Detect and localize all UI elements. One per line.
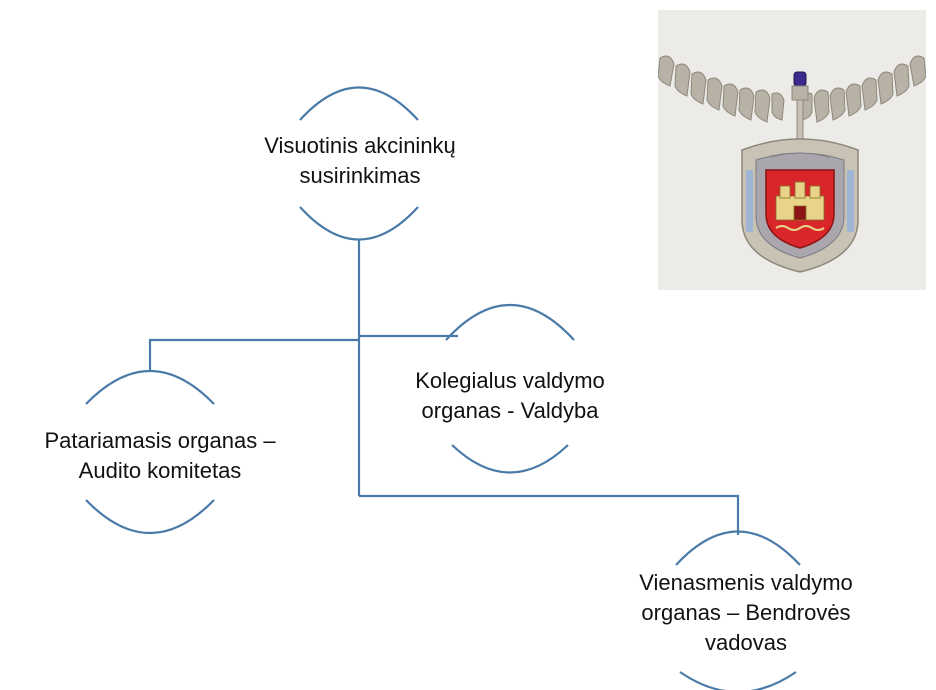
node-bottom-label: Vienasmenis valdymo organas – Bendrovės … — [586, 568, 906, 658]
node-bottom-line-3: vadovas — [705, 630, 787, 655]
clasp — [791, 85, 809, 101]
node-left-arc-lower — [85, 499, 215, 534]
node-bottom-line-2: organas – Bendrovės — [641, 600, 851, 625]
column-left — [746, 170, 753, 232]
connector-top-bottom — [359, 494, 740, 535]
node-mid-arc-lower — [451, 444, 569, 474]
chain-links-left — [657, 55, 785, 123]
node-left-label: Patariamasis organas – Audito komitetas — [0, 426, 320, 486]
inscription-arc — [769, 152, 831, 159]
node-top-line-2: susirinkimas — [299, 163, 421, 188]
node-mid-label: Kolegialus valdymo organas - Valdyba — [360, 366, 660, 426]
klaipeda-emblem-image — [657, 10, 927, 290]
node-left-line-2: Audito komitetas — [78, 458, 242, 483]
chain-links-right — [799, 55, 927, 123]
node-top-label: Visuotinis akcininkų susirinkimas — [200, 131, 520, 191]
node-left-arc-upper — [85, 370, 215, 405]
connector-top-left — [148, 338, 359, 372]
node-top-line-1: Visuotinis akcininkų — [264, 133, 456, 158]
node-top-arc-lower — [299, 206, 419, 241]
pendant-stem — [796, 99, 804, 141]
node-mid-line-1: Kolegialus valdymo — [415, 368, 605, 393]
column-right — [847, 170, 854, 232]
node-bottom-line-1: Vienasmenis valdymo — [639, 570, 853, 595]
waves — [775, 225, 825, 231]
node-mid-arc-upper — [445, 303, 575, 341]
node-mid-line-2: organas - Valdyba — [421, 398, 599, 423]
node-bottom-arc-lower — [679, 671, 797, 690]
node-left-line-1: Patariamasis organas – — [44, 428, 276, 453]
jewel — [793, 71, 807, 87]
castle-icon — [775, 181, 825, 221]
node-bottom-arc-upper — [675, 530, 801, 566]
node-top-arc-upper — [299, 86, 419, 121]
